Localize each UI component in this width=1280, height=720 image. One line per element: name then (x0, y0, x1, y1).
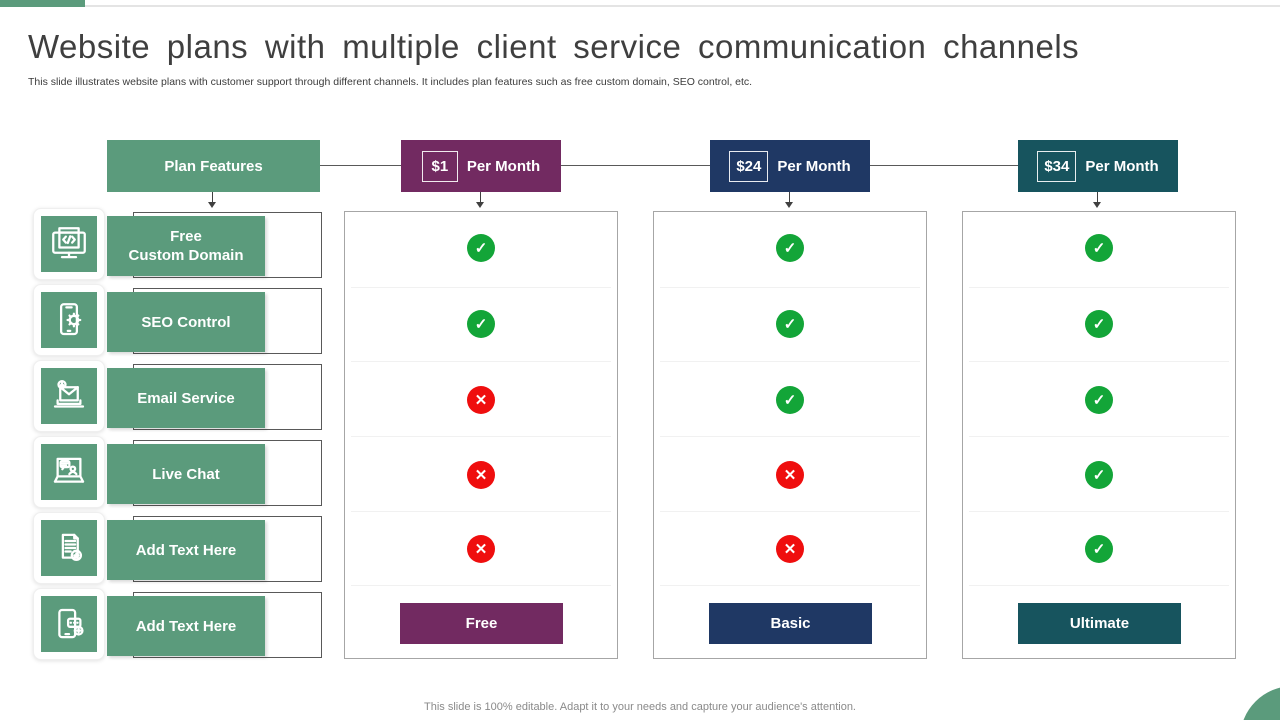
mark-icon: ✓ (467, 234, 495, 262)
mark-icon: ✓ (1085, 461, 1113, 489)
mark-icon: ✕ (467, 535, 495, 563)
mark-icon: ✓ (776, 234, 804, 262)
feature-icon-card (33, 512, 105, 584)
connector-line (320, 165, 401, 166)
price-badge: $24 (729, 150, 769, 182)
mark-icon: ✕ (776, 535, 804, 563)
plan-name-badge: Free (400, 603, 563, 644)
feature-icon-card (33, 436, 105, 508)
footer-note: This slide is 100% editable. Adapt it to… (424, 701, 856, 713)
mark-icon: ✓ (1085, 535, 1113, 563)
plan-features-header-label: Plan Features (164, 157, 263, 175)
mark-icon: ✓ (776, 310, 804, 338)
plan-column-ultimate: ✓ ✓ ✓ ✓ ✓ Ultimate (962, 211, 1236, 659)
top-divider-line (85, 5, 1280, 7)
plan-header-free: $1 Per Month (401, 140, 561, 192)
monitor-code-icon (52, 227, 86, 259)
page-subtitle: This slide illustrates website plans wit… (28, 76, 753, 88)
price-value: $1 (431, 157, 449, 175)
price-period: Per Month (466, 157, 541, 175)
price-badge: $34 (1037, 150, 1077, 182)
mark-icon: ✓ (1085, 310, 1113, 338)
connector-line (561, 165, 710, 166)
connector-line (870, 165, 1018, 166)
plan-column-free: ✓ ✓ ✕ ✕ ✕ Free (344, 211, 618, 659)
feature-icon-card (33, 284, 105, 356)
price-value: $24 (736, 157, 762, 175)
mark-icon: ✓ (467, 310, 495, 338)
price-period: Per Month (777, 157, 851, 175)
price-period: Per Month (1085, 157, 1159, 175)
mark-icon: ✓ (776, 386, 804, 414)
feature-icon-card (33, 208, 105, 280)
feature-label-placeholder[interactable]: Add Text Here (107, 520, 265, 580)
feature-icon-card (33, 588, 105, 660)
plan-name-badge: Basic (709, 603, 872, 644)
feature-label: SEO Control (107, 292, 265, 352)
laptop-chat-icon (53, 457, 85, 483)
mark-icon: ✓ (1085, 386, 1113, 414)
plan-header-ultimate: $34 Per Month (1018, 140, 1178, 192)
page-title: Website plans with multiple client servi… (28, 28, 1080, 65)
feature-label-placeholder[interactable]: Add Text Here (107, 596, 265, 656)
plan-features-header: Plan Features (107, 140, 320, 192)
plan-column-basic: ✓ ✓ ✓ ✕ ✕ Basic (653, 211, 927, 659)
laptop-email-icon (53, 379, 85, 408)
phone-message-add-icon (58, 608, 84, 639)
plan-header-basic: $24 Per Month (710, 140, 870, 192)
price-value: $34 (1044, 157, 1070, 175)
top-accent-bar (0, 0, 85, 7)
feature-label: Free Custom Domain (107, 216, 265, 276)
price-badge: $1 (421, 150, 458, 182)
mark-icon: ✓ (1085, 234, 1113, 262)
feature-label: Live Chat (107, 444, 265, 504)
feature-label: Email Service (107, 368, 265, 428)
feature-icon-card (33, 360, 105, 432)
mark-icon: ✕ (467, 461, 495, 489)
document-add-icon (61, 533, 83, 562)
mark-icon: ✕ (467, 386, 495, 414)
phone-gear-icon (59, 303, 82, 336)
mark-icon: ✕ (776, 461, 804, 489)
plan-name-badge: Ultimate (1018, 603, 1181, 644)
